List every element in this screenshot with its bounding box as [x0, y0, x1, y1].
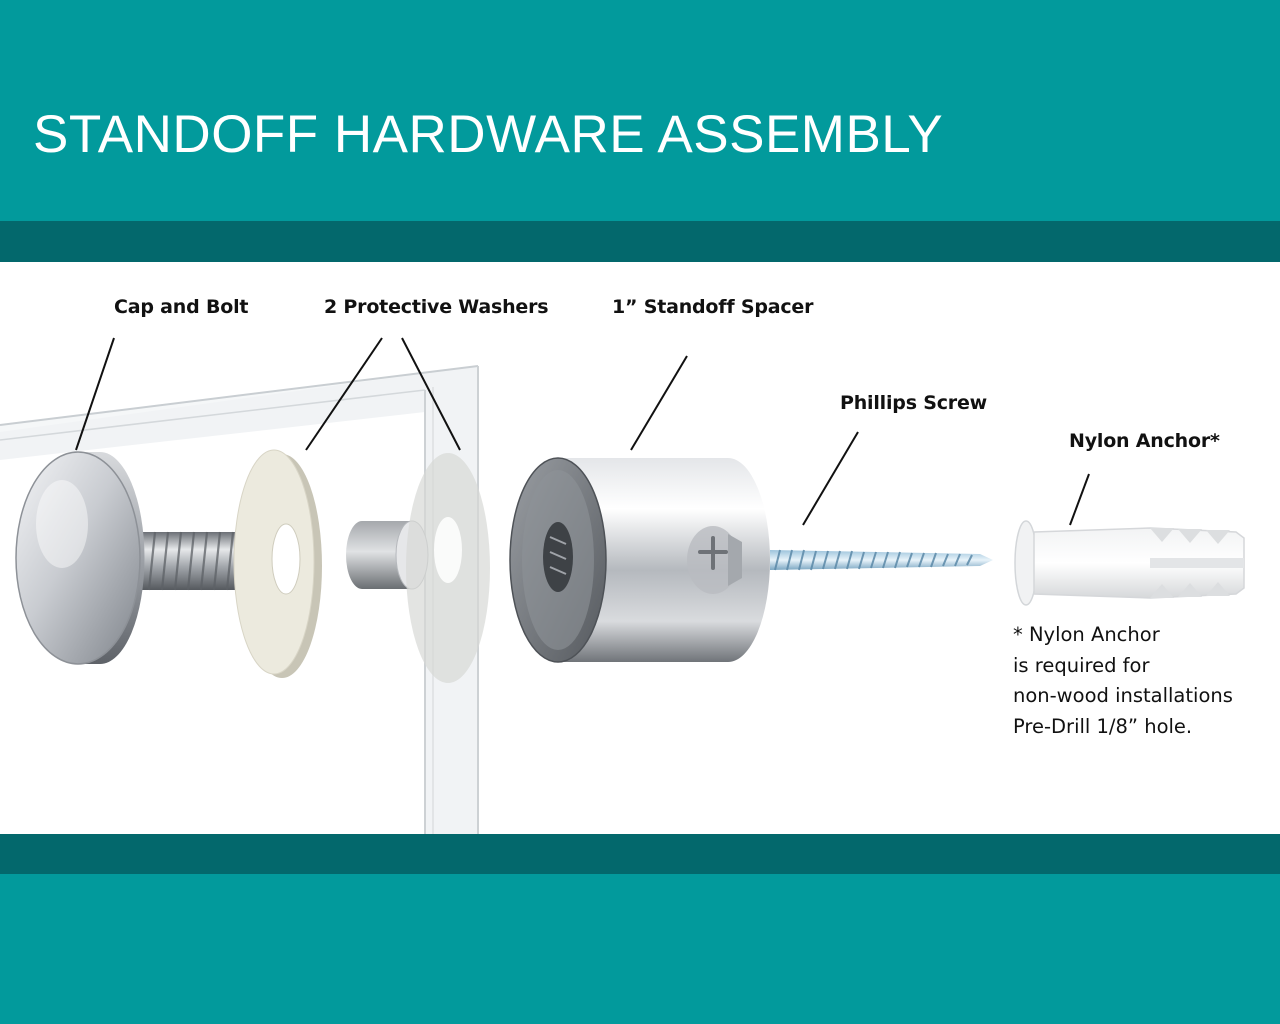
label-cap-and-bolt: Cap and Bolt [114, 296, 249, 318]
title-band: STANDOFF HARDWARE ASSEMBLY [0, 0, 1280, 221]
washer-front [233, 449, 322, 678]
phillips-screw [770, 549, 993, 571]
anchor-note-line-3: non-wood installations [1013, 684, 1233, 707]
anchor-note-line-2: is required for [1013, 653, 1150, 677]
washer-back [406, 453, 490, 683]
diagram-panel: Cap and Bolt 2 Protective Washers 1” Sta… [0, 262, 1280, 834]
cap [15, 451, 145, 665]
anchor-note-line-1: * Nylon Anchor [1013, 623, 1160, 646]
standoff-spacer [509, 457, 770, 663]
top-divider-stripe [0, 221, 1280, 262]
label-nylon-anchor: Nylon Anchor* [1069, 430, 1220, 452]
leader-lines [75, 337, 1090, 526]
page-title: STANDOFF HARDWARE ASSEMBLY [33, 105, 944, 164]
bottom-band [0, 874, 1280, 1024]
anchor-note-line-4: Pre-Drill 1/8” hole. [1013, 714, 1193, 738]
label-phillips-screw: Phillips Screw [840, 392, 987, 414]
nylon-anchor [1014, 520, 1245, 606]
label-protective-washers: 2 Protective Washers [324, 296, 549, 318]
anchor-note: * Nylon Anchor is required for non-wood … [1013, 620, 1233, 742]
bottom-divider-stripe [0, 834, 1280, 874]
label-standoff-spacer: 1” Standoff Spacer [612, 296, 814, 318]
assembly-diagram [0, 337, 1245, 834]
